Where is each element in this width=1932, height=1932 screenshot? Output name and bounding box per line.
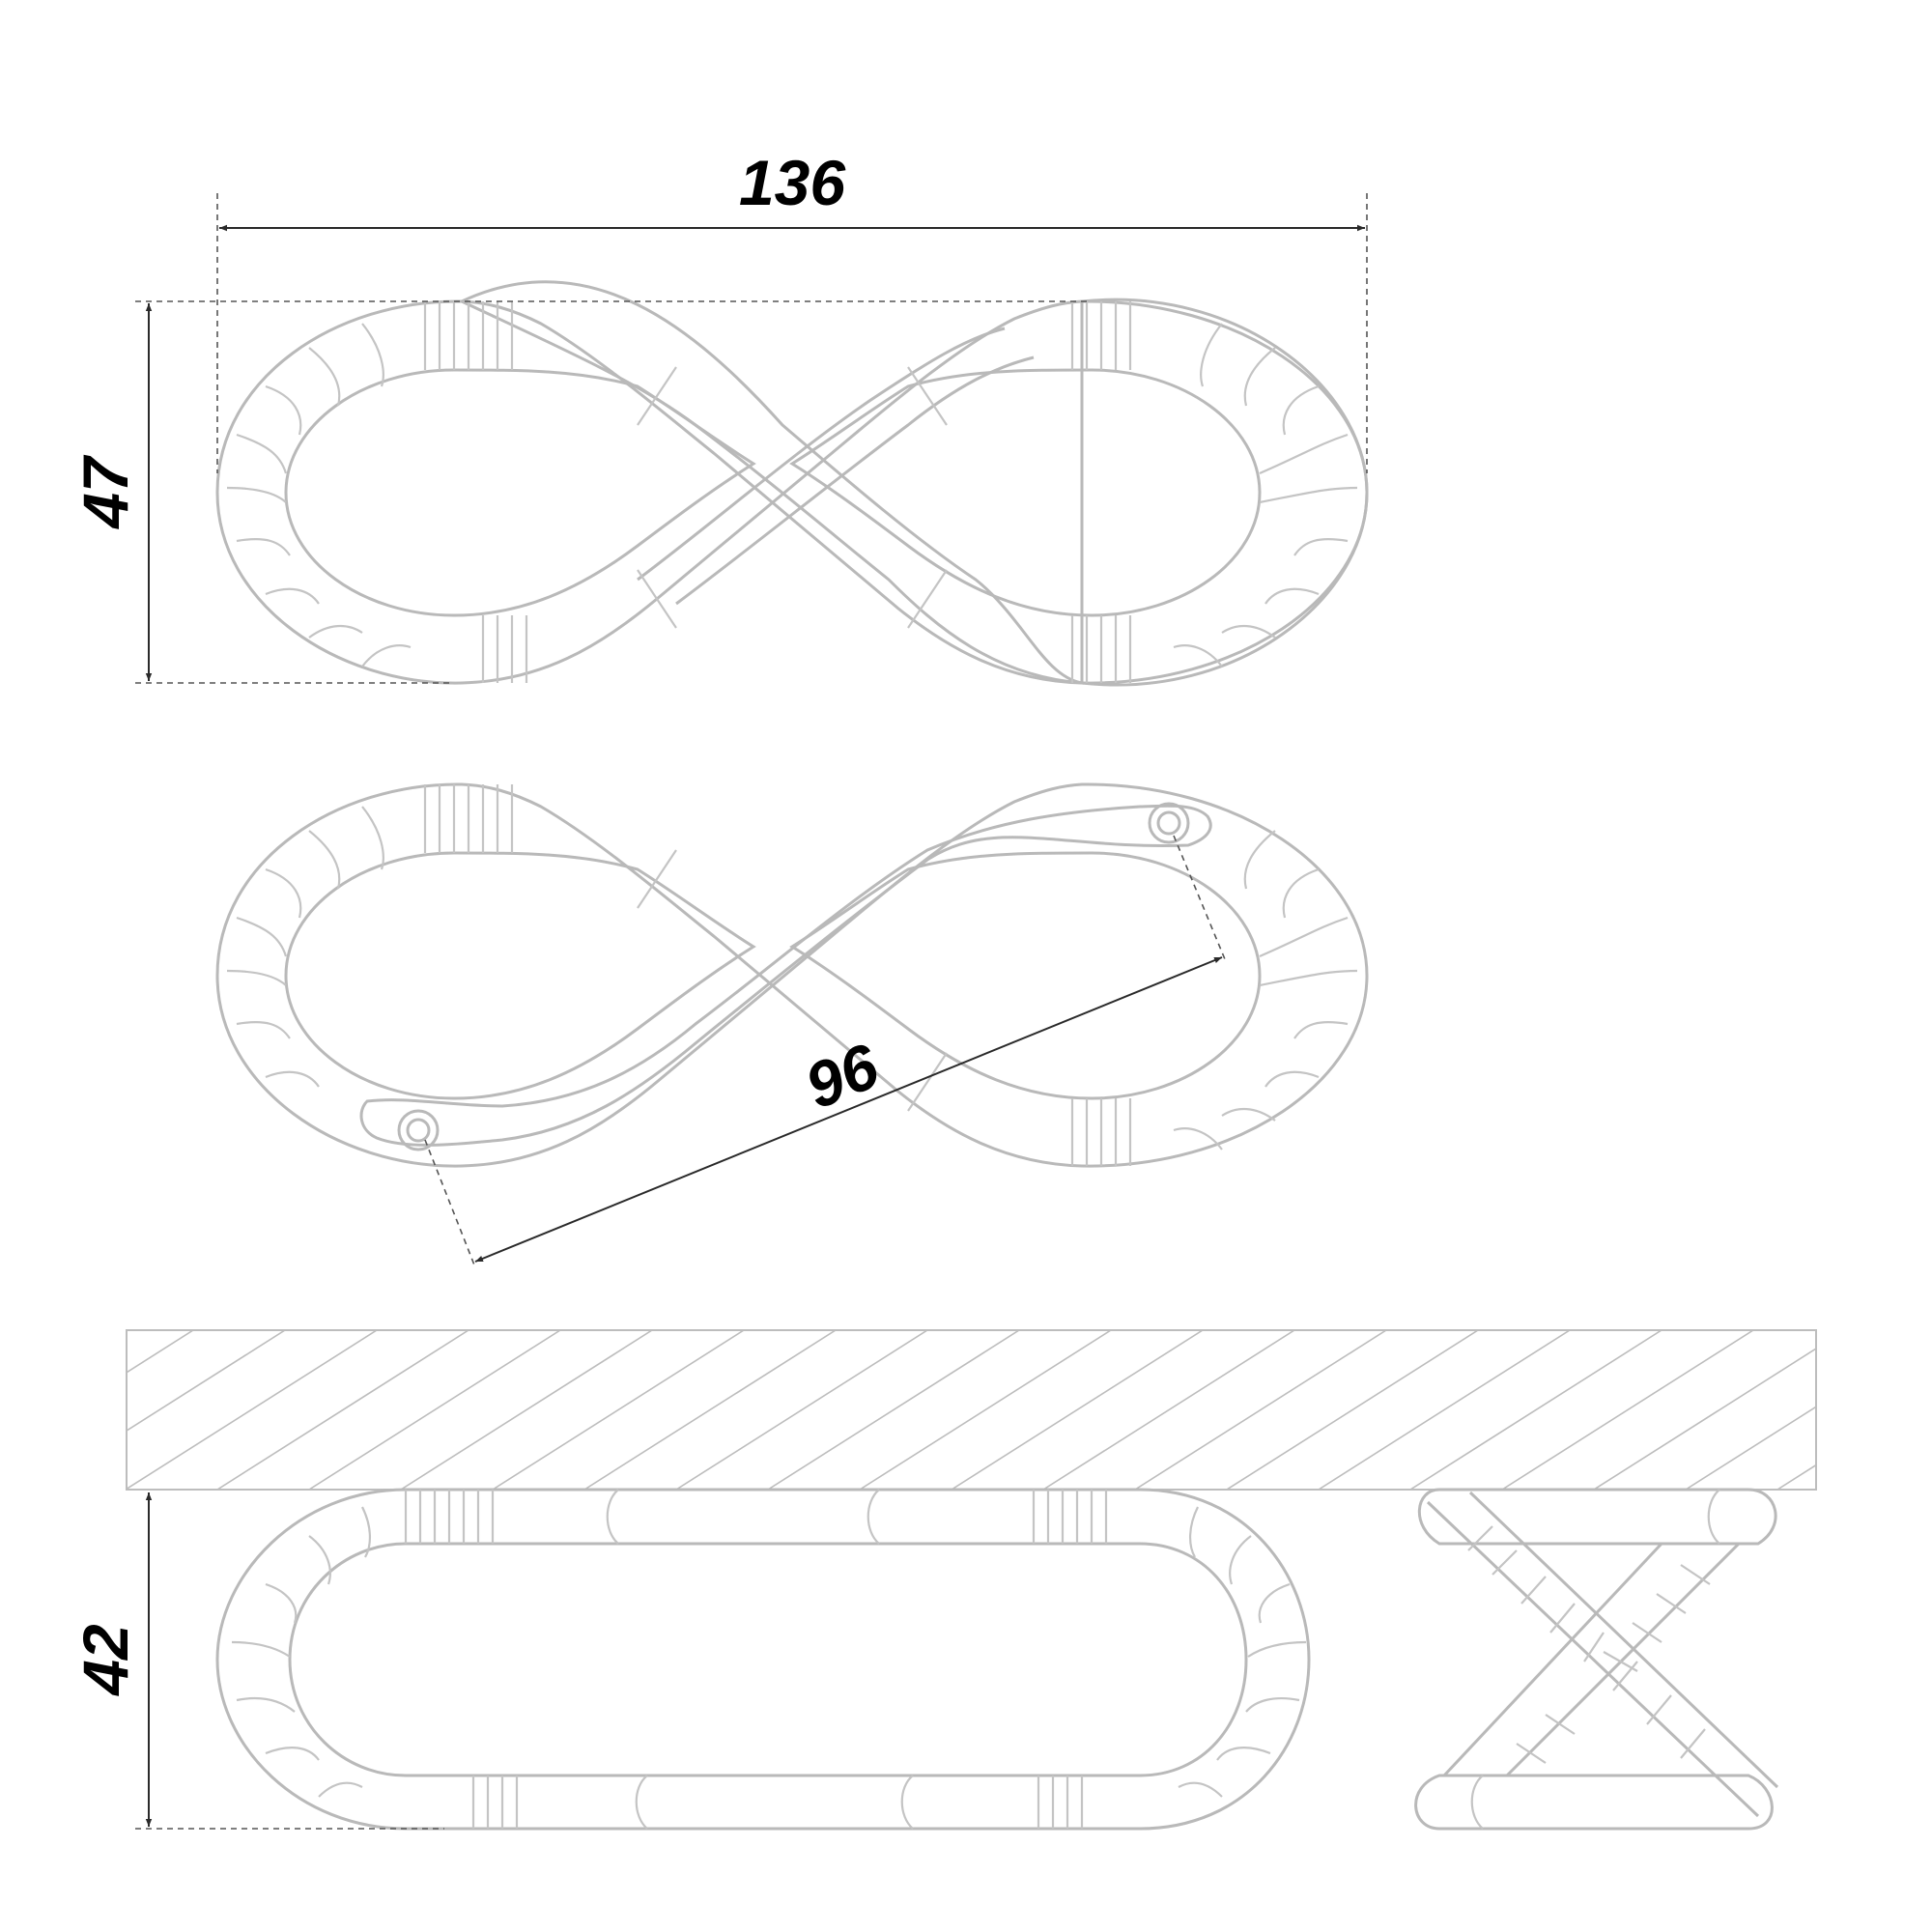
dimension-line-hole-spacing bbox=[474, 956, 1223, 1263]
hatch-line bbox=[1042, 1330, 1295, 1490]
hatch-line bbox=[308, 1330, 561, 1490]
hatch-line bbox=[951, 1330, 1204, 1490]
dimension-label-width: 136 bbox=[739, 147, 846, 218]
hatch-line bbox=[1318, 1330, 1571, 1490]
infinity-inner-hole-left bbox=[284, 368, 756, 617]
mounting-hole-right bbox=[1148, 802, 1190, 844]
side-handle-segments bbox=[231, 1489, 1307, 1830]
infinity-outer-contour bbox=[215, 299, 1369, 685]
hatch-line bbox=[1685, 1406, 1816, 1490]
hatch-line bbox=[1593, 1348, 1816, 1490]
end-view-top-bar bbox=[1417, 1488, 1777, 1546]
hatch-line bbox=[400, 1330, 653, 1490]
hatch-line bbox=[1134, 1330, 1387, 1490]
hatch-line bbox=[127, 1330, 194, 1374]
end-view-segments bbox=[1467, 1489, 1720, 1830]
dimension-height-top: 47 bbox=[70, 300, 1092, 684]
extension-line-hole-right bbox=[1173, 835, 1226, 960]
dimension-label-height-side: 42 bbox=[70, 1624, 141, 1697]
end-view-diagonal-b bbox=[1442, 1542, 1741, 1777]
hatch-line bbox=[492, 1330, 745, 1490]
dimension-width: 136 bbox=[216, 147, 1368, 473]
side-handle-outer bbox=[215, 1488, 1311, 1831]
side-handle-inner bbox=[288, 1542, 1248, 1777]
hatch-line bbox=[216, 1330, 469, 1490]
dimension-height-side: 42 bbox=[70, 1492, 444, 1830]
extension-line-hole-left bbox=[424, 1139, 476, 1268]
hatch-line bbox=[583, 1330, 837, 1490]
infinity2-segments bbox=[226, 784, 1358, 1166]
infinity-segments bbox=[226, 301, 1358, 683]
top-view bbox=[215, 280, 1369, 687]
hatch-line bbox=[1869, 1330, 1932, 1490]
hatch-line bbox=[127, 1330, 378, 1490]
bottom-view bbox=[215, 782, 1369, 1168]
dimension-label-hole-spacing: 96 bbox=[795, 1029, 889, 1122]
infinity-crossing-bar bbox=[637, 327, 1035, 606]
hatch-line bbox=[859, 1330, 1112, 1490]
infinity-inner-hole-right bbox=[789, 368, 1262, 617]
hatch-pattern bbox=[127, 1330, 1932, 1490]
hatch-line bbox=[1409, 1330, 1662, 1490]
dimension-label-height-top: 47 bbox=[70, 454, 141, 530]
dimension-hole-spacing: 96 bbox=[424, 835, 1226, 1268]
side-view bbox=[126, 1329, 1932, 1831]
hatch-line bbox=[127, 1330, 286, 1433]
end-view-diagonal-a bbox=[1426, 1491, 1779, 1818]
mounting-surface-hatched bbox=[126, 1329, 1932, 1491]
hatch-line bbox=[1501, 1330, 1754, 1490]
mounting-hole-left bbox=[397, 1109, 440, 1151]
hatch-line bbox=[767, 1330, 1020, 1490]
infinity-outer-outline bbox=[458, 280, 1369, 687]
hatch-line bbox=[675, 1330, 928, 1490]
end-view bbox=[1414, 1488, 1779, 1831]
hatch-line bbox=[1226, 1330, 1479, 1490]
end-view-bottom-bar bbox=[1414, 1774, 1774, 1831]
